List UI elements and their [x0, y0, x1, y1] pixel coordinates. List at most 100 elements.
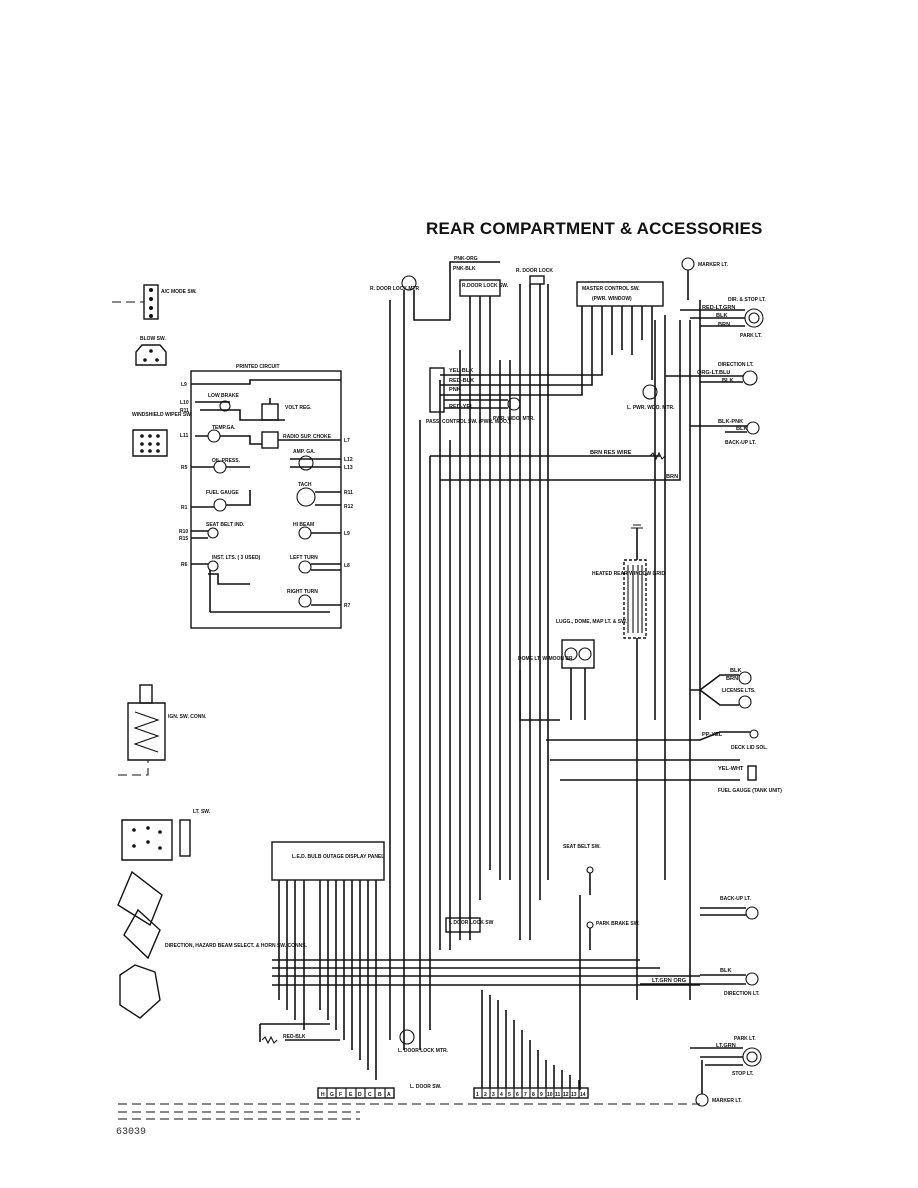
wire-brn: BRN: [666, 474, 678, 480]
pin-r7: R7: [344, 603, 351, 609]
wire-blk-pnk: BLK-PNK: [718, 419, 743, 425]
pin-r12: R12: [344, 504, 353, 510]
dir-stop-lt-label: DIR. & STOP LT.: [728, 297, 766, 303]
wire-red-yel: RED-YEL: [449, 404, 474, 410]
r-door-lock: R. DOOR LOCK: [516, 268, 553, 940]
deck-lid-sol-label: DECK LID SOL.: [731, 745, 768, 751]
pin-r15: R15: [179, 536, 188, 542]
wire-blk-backup: BLK: [736, 426, 748, 432]
wiper-sw-label: WINDSHIELD WIPER SW.: [132, 412, 193, 418]
conn-9: 9: [540, 1092, 543, 1098]
pin-l8: L8: [344, 563, 350, 569]
pwr-window-label: (PWR. WINDOW): [592, 296, 632, 302]
fuel-gauge-cluster-label: FUEL GAUGE: [206, 490, 239, 496]
park-lt-top-label: PARK LT.: [740, 333, 762, 339]
l-door-lock-switch: L DOOR LOCK SW: [445, 917, 494, 933]
direction-conns-label: DIRECTION, HAZARD BEAM SELECT. & HORN SW…: [165, 943, 308, 949]
backup-light-top: BLK-PNK BLK BACK-UP LT.: [690, 419, 760, 446]
conn-2: 2: [484, 1092, 487, 1098]
conn-5: 5: [508, 1092, 511, 1098]
inst-lts-label: INST. LTS. ( 3 USED): [212, 555, 261, 561]
pin-r5: R5: [181, 465, 188, 471]
wire-red-blk-bottom: RED-BLK: [283, 1034, 306, 1040]
license-lights: BLK BRN LICENSE LTS.: [690, 668, 756, 709]
wire-lt-grn-org: LT.GRN ORG: [652, 978, 686, 984]
pass-control-sw-label: PASS. CONTROL SW. (PWR. WDO.): [426, 419, 510, 425]
master-control-switch: MASTER CONTROL SW. (PWR. WINDOW) L. PWR.…: [440, 281, 675, 411]
dir-stop-light: DIR. & STOP LT. RED-LT.GRN BLK BRN PARK …: [680, 297, 766, 339]
conn-13: 13: [571, 1092, 577, 1098]
ignition-switch-connector: IGN. SW. CONN.: [118, 684, 207, 776]
marker-lt-top-label: MARKER LT.: [698, 262, 729, 268]
conn-4: 4: [500, 1092, 503, 1098]
park-lt-bottom-label: PARK LT.: [734, 1036, 756, 1042]
conn-a: A: [387, 1092, 391, 1098]
temp-ga-label: TEMP.GA.: [212, 425, 236, 431]
pin-l11: L11: [180, 433, 189, 439]
connector-1-14: 1 2 3 4 5 6 7 8 9 10 11 12 13 14: [473, 990, 589, 1099]
pin-r6: R6: [181, 562, 188, 568]
park-brake-switch: PARK BRAKE SW.: [586, 921, 640, 950]
pin-l9-right: L9: [344, 531, 350, 537]
park-stop-light-bottom: PARK LT. LT.GRN STOP LT.: [690, 1036, 762, 1077]
windshield-wiper-switch: WINDSHIELD WIPER SW.: [132, 412, 193, 457]
l-door-lock-sw-label: L DOOR LOCK SW: [449, 920, 494, 926]
conn-e: E: [349, 1092, 353, 1098]
master-control-sw-label: MASTER CONTROL SW.: [582, 286, 640, 292]
brn-res-wire: BRN RES WIRE BRN: [429, 320, 681, 1030]
lugg-dome-label: LUGG., DOME, MAP LT. & SW.: [556, 619, 628, 625]
printed-circuit: PRINTED CIRCUIT LOW BRAKE VOLT REG. TEMP…: [179, 364, 353, 629]
main-harness-wires: [389, 300, 750, 1050]
marker-light-top: MARKER LT.: [681, 257, 729, 300]
wire-brn-top: BRN: [718, 322, 730, 328]
wire-pnk: PNK: [449, 387, 461, 393]
tach-label: TACH: [298, 482, 312, 488]
l-door-lock-motor: L. DOOR LOCK MTR. L. DOOR SW.: [398, 1029, 449, 1090]
right-turn-label: RIGHT TURN: [287, 589, 318, 595]
led-panel-label: L.E.D. BULB OUTAGE DISPLAY PANEL: [292, 854, 384, 860]
conn-11: 11: [555, 1092, 561, 1098]
r-door-lock-motor: R. DOOR LOCK MTR: [370, 261, 500, 1050]
conn-10: 10: [547, 1092, 553, 1098]
conn-d: D: [358, 1092, 362, 1098]
conn-c: C: [368, 1092, 372, 1098]
pin-r11: R11: [180, 408, 189, 414]
pin-l9: L9: [181, 382, 187, 388]
pin-r10: R10: [179, 529, 188, 535]
heated-rear-window-grid: HEATED REAR WINDOW GRID: [592, 524, 665, 1000]
conn-b: B: [378, 1092, 382, 1098]
pin-l10: L10: [180, 400, 189, 406]
wire-lt-grn: LT.GRN: [716, 1043, 736, 1049]
wire-org-lt-blu: ORG-LT.BLU: [697, 370, 730, 376]
pass-control-switch: YEL-BLK RED-BLK PNK RED-YEL PASS. CONTRO…: [426, 367, 535, 425]
seat-belt-sw-label: SEAT BELT SW.: [563, 844, 601, 850]
wire-pp-yel: PP-YEL: [702, 732, 723, 738]
wire-pnk-org: PNK-ORG: [454, 256, 478, 262]
pin-r1: R1: [181, 505, 188, 511]
conn-3: 3: [492, 1092, 495, 1098]
r-door-lock-mtr-label: R. DOOR LOCK MTR: [370, 286, 420, 292]
red-blk-resistor: RED-BLK: [259, 1023, 340, 1045]
conn-f: F: [339, 1092, 342, 1098]
wire-blk-dirb: BLK: [720, 968, 732, 974]
lugg-dome-map-light: LUGG., DOME, MAP LT. & SW. DOME LT. W/MO…: [518, 619, 628, 721]
l-door-sw-label: L. DOOR SW.: [410, 1084, 442, 1090]
blow-switch: BLOW SW.: [135, 336, 167, 366]
seat-belt-switch: SEAT BELT SW.: [563, 844, 601, 1090]
wire-yel-wht: YEL-WHT: [718, 766, 744, 772]
pin-l7: L7: [344, 438, 350, 444]
pin-r11-right: R11: [344, 490, 353, 496]
low-brake-label: LOW BRAKE: [208, 393, 239, 399]
direction-light-bottom: BLK LT.GRN ORG DIRECTION LT.: [640, 968, 760, 997]
left-turn-label: LEFT TURN: [290, 555, 318, 561]
direction-light-top: DIRECTION LT. ORG-LT.BLU BLK: [665, 362, 758, 386]
heated-grid-label: HEATED REAR WINDOW GRID: [592, 571, 665, 577]
oil-press-label: OIL PRESS.: [212, 458, 241, 464]
pwr-wdo-mtr-label: PWR. WDO. MTR.: [493, 416, 535, 422]
conn-12: 12: [563, 1092, 569, 1098]
printed-circuit-label: PRINTED CIRCUIT: [236, 364, 280, 370]
direction-lt-top-label: DIRECTION LT.: [718, 362, 754, 368]
ac-mode-switch: A/C MODE SW.: [112, 284, 197, 320]
led-bulb-outage-panel: L.E.D. BULB OUTAGE DISPLAY PANEL: [271, 841, 700, 1080]
